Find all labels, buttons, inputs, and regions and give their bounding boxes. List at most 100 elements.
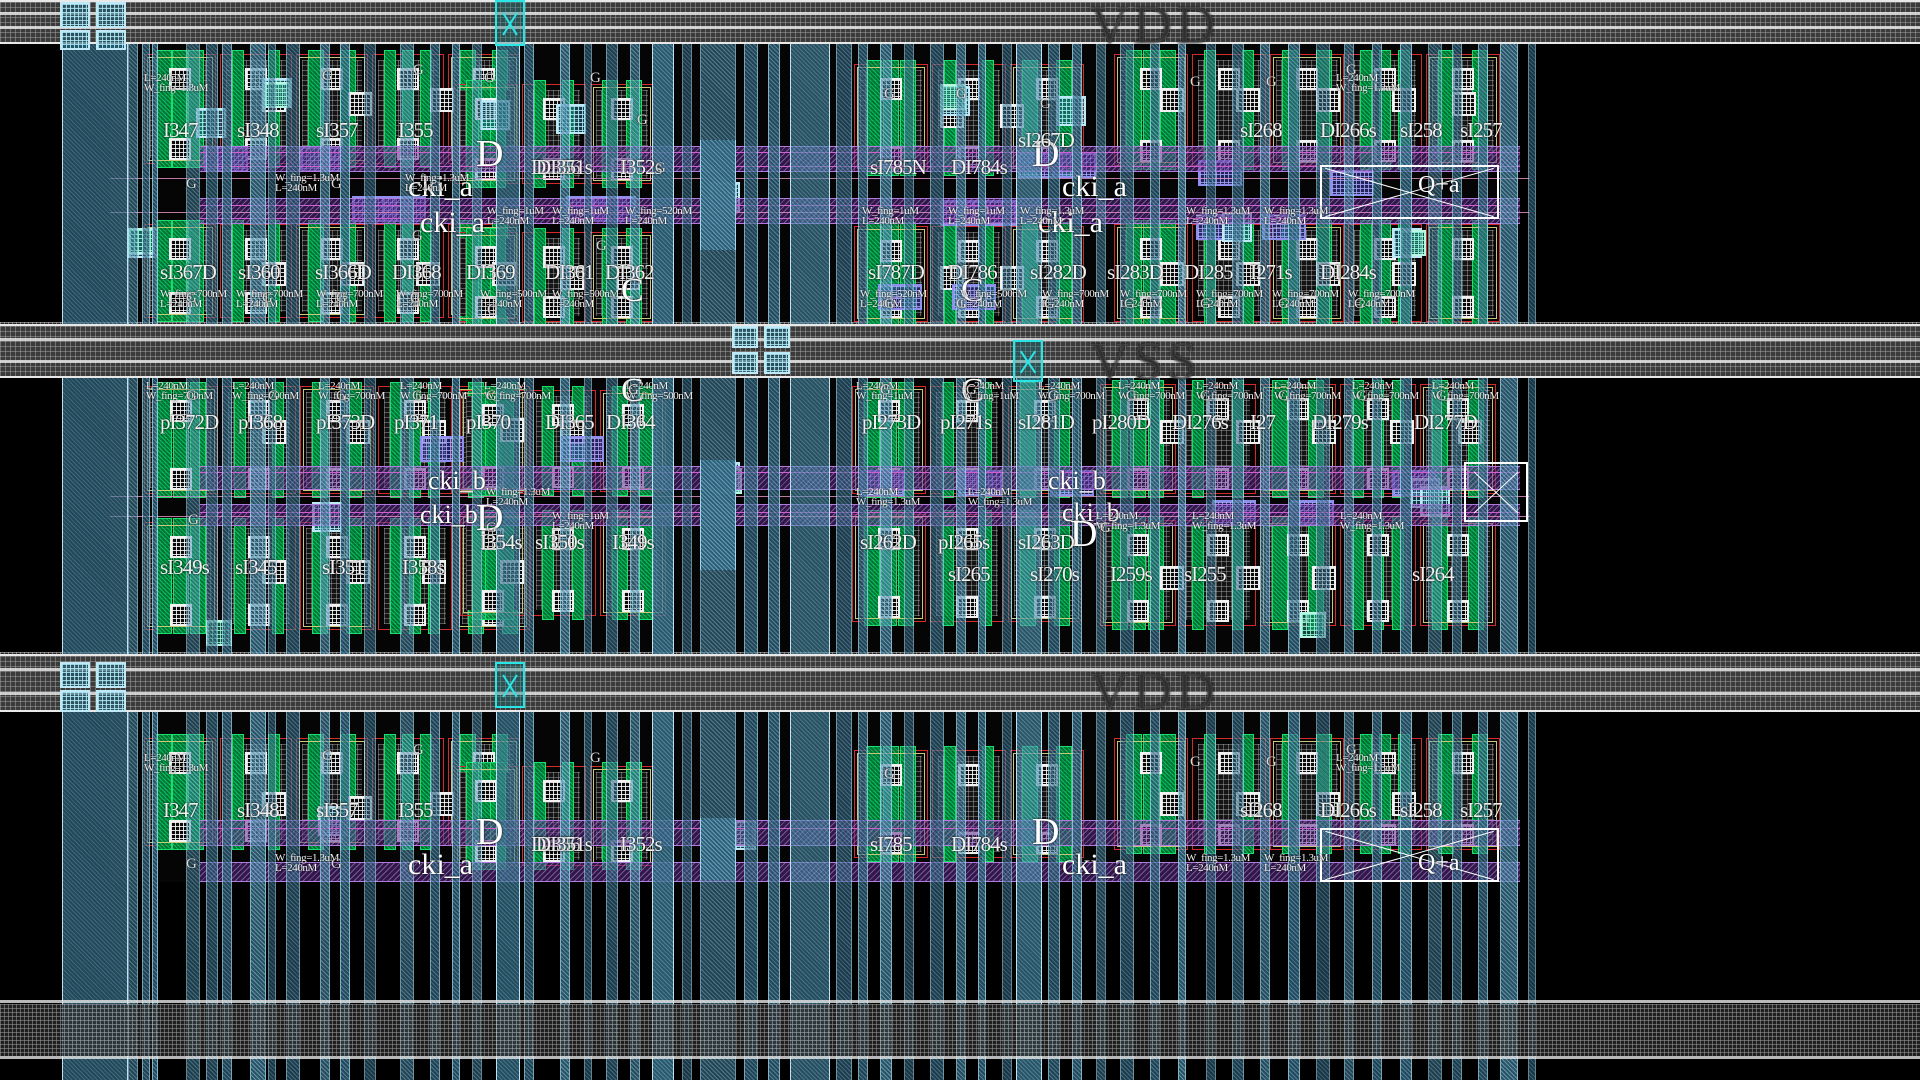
metal1-stripe-43[interactable] — [1178, 0, 1186, 1080]
metal1-stripe-51[interactable] — [1400, 0, 1412, 1080]
via-array-mid-2[interactable] — [764, 326, 790, 348]
metal1-stripe-5[interactable] — [206, 0, 218, 1080]
device-78-poly-finger-0[interactable] — [1360, 734, 1372, 854]
device-55-poly-finger-0[interactable] — [1192, 380, 1204, 498]
power-rail-vdd-top[interactable] — [0, 0, 1920, 44]
device-64-contact-1[interactable] — [169, 820, 191, 842]
metal1-stripe-40[interactable] — [1096, 0, 1106, 1080]
metal1-stripe-49[interactable] — [1344, 0, 1354, 1080]
device-61-poly-finger-0[interactable] — [1272, 516, 1288, 630]
metal1-stripe-34[interactable] — [956, 0, 966, 1080]
metal1-stripe-48[interactable] — [1316, 0, 1330, 1080]
via-array-mid-1[interactable] — [732, 326, 758, 348]
via-array-corner-1[interactable] — [60, 2, 90, 28]
via2-pad-7[interactable] — [560, 436, 604, 462]
marker-x-mid[interactable] — [1013, 340, 1043, 382]
power-rail-vdd-bot[interactable] — [0, 654, 1920, 712]
device-0-contact-0[interactable] — [169, 68, 191, 90]
metal1-stripe-56[interactable] — [1528, 0, 1536, 1080]
device-26-poly-finger-0[interactable] — [1438, 50, 1454, 170]
device-67-poly-finger-0[interactable] — [384, 734, 396, 850]
via-array-corner-6[interactable] — [96, 662, 126, 688]
device-24-contact-0[interactable] — [1296, 68, 1318, 90]
marker-x-bottom[interactable] — [495, 662, 525, 708]
device-37-poly-finger-2[interactable] — [190, 518, 206, 634]
via-array-corner-7[interactable] — [60, 690, 90, 712]
device-5-contact-0[interactable] — [169, 238, 191, 260]
metal1-stripe-42[interactable] — [1150, 0, 1160, 1080]
device-0-contact-1[interactable] — [169, 138, 191, 160]
device-37-contact-0[interactable] — [170, 536, 192, 558]
metal1-stripe-9[interactable] — [286, 0, 300, 1080]
metal1-stripe-1[interactable] — [128, 0, 138, 1080]
metal1-wide-bus-2[interactable] — [496, 0, 520, 1080]
metal1-stripe-10[interactable] — [320, 0, 330, 1080]
metal1-stripe-44[interactable] — [1206, 0, 1216, 1080]
device-70-contact-0[interactable] — [543, 780, 565, 802]
metal1-stripe-14[interactable] — [430, 0, 440, 1080]
metal1-stripe-19[interactable] — [560, 0, 570, 1080]
device-64-contact-0[interactable] — [169, 752, 191, 774]
metal1-stripe-35[interactable] — [978, 0, 986, 1080]
via-array-corner-3[interactable] — [60, 30, 90, 50]
metal1-stripe-22[interactable] — [630, 0, 640, 1080]
via-array-mid-3[interactable] — [732, 352, 758, 374]
metal1-stripe-29[interactable] — [836, 0, 852, 1080]
metal1-stripe-0[interactable] — [62, 0, 128, 1080]
metal1-stripe-30[interactable] — [858, 0, 868, 1080]
pin-box-right-mid[interactable] — [1464, 462, 1528, 522]
device-65-poly-finger-0[interactable] — [232, 734, 244, 850]
pin-box-q-a-top[interactable] — [1320, 165, 1499, 219]
via-array-corner-5[interactable] — [60, 662, 90, 688]
metal1-stripe-3[interactable] — [152, 0, 158, 1080]
metal1-stripe-52[interactable] — [1428, 0, 1442, 1080]
metal1-wide-bus-1[interactable] — [790, 0, 830, 1080]
metal1-stripe-21[interactable] — [606, 0, 618, 1080]
via-array-mid-4[interactable] — [764, 352, 790, 374]
metal1-stripe-39[interactable] — [1072, 0, 1082, 1080]
center-gap-patch-2[interactable] — [700, 460, 736, 570]
metal1-stripe-53[interactable] — [1452, 0, 1462, 1080]
metal1-stripe-7[interactable] — [250, 0, 266, 1080]
metal1-wide-bus-0[interactable] — [62, 0, 128, 1080]
device-64-poly-finger-0[interactable] — [156, 734, 172, 850]
device-14-contact-1[interactable] — [543, 296, 565, 318]
metal1-wide-bus-4[interactable] — [1016, 0, 1042, 1080]
metal1-stripe-37[interactable] — [1016, 0, 1042, 1080]
metal1-stripe-41[interactable] — [1120, 0, 1134, 1080]
metal1-stripe-50[interactable] — [1372, 0, 1382, 1080]
metal1-stripe-20[interactable] — [584, 0, 592, 1080]
device-43-poly-finger-0[interactable] — [542, 386, 554, 496]
metal1-stripe-33[interactable] — [930, 0, 944, 1080]
metal1-stripe-12[interactable] — [364, 0, 376, 1080]
metal1-stripe-4[interactable] — [186, 0, 200, 1080]
device-63-poly-finger-0[interactable] — [1432, 516, 1448, 630]
power-rail-vss-mid[interactable] — [0, 324, 1920, 378]
metal1-stripe-54[interactable] — [1478, 0, 1488, 1080]
contact-pad-27[interactable] — [1160, 420, 1184, 444]
metal1-stripe-24[interactable] — [682, 0, 692, 1080]
device-33-poly-finger-0[interactable] — [234, 382, 246, 498]
contact-pad-14[interactable] — [1160, 262, 1184, 286]
metal1-stripe-6[interactable] — [222, 0, 232, 1080]
metal1-stripe-18[interactable] — [524, 0, 534, 1080]
metal1-stripe-13[interactable] — [400, 0, 414, 1080]
metal1-stripe-55[interactable] — [1500, 0, 1518, 1080]
metal1-stripe-16[interactable] — [472, 0, 482, 1080]
via-array-corner-8[interactable] — [96, 690, 126, 712]
metal1-stripe-11[interactable] — [340, 0, 350, 1080]
metal1-stripe-38[interactable] — [1048, 0, 1060, 1080]
marker-x-top[interactable] — [495, 0, 525, 46]
metal1-stripe-15[interactable] — [452, 0, 460, 1080]
device-5-contact-1[interactable] — [169, 292, 191, 314]
device-73-poly-finger-0[interactable] — [944, 746, 956, 862]
device-37-contact-1[interactable] — [170, 604, 192, 626]
device-32-poly-finger-2[interactable] — [190, 382, 206, 498]
metal1-stripe-36[interactable] — [1002, 0, 1012, 1080]
metal1-stripe-45[interactable] — [1232, 0, 1244, 1080]
metal1-stripe-47[interactable] — [1288, 0, 1300, 1080]
device-29-contact-0[interactable] — [1296, 238, 1318, 260]
center-gap-patch-3[interactable] — [700, 818, 736, 880]
metal1-stripe-26[interactable] — [744, 0, 758, 1080]
